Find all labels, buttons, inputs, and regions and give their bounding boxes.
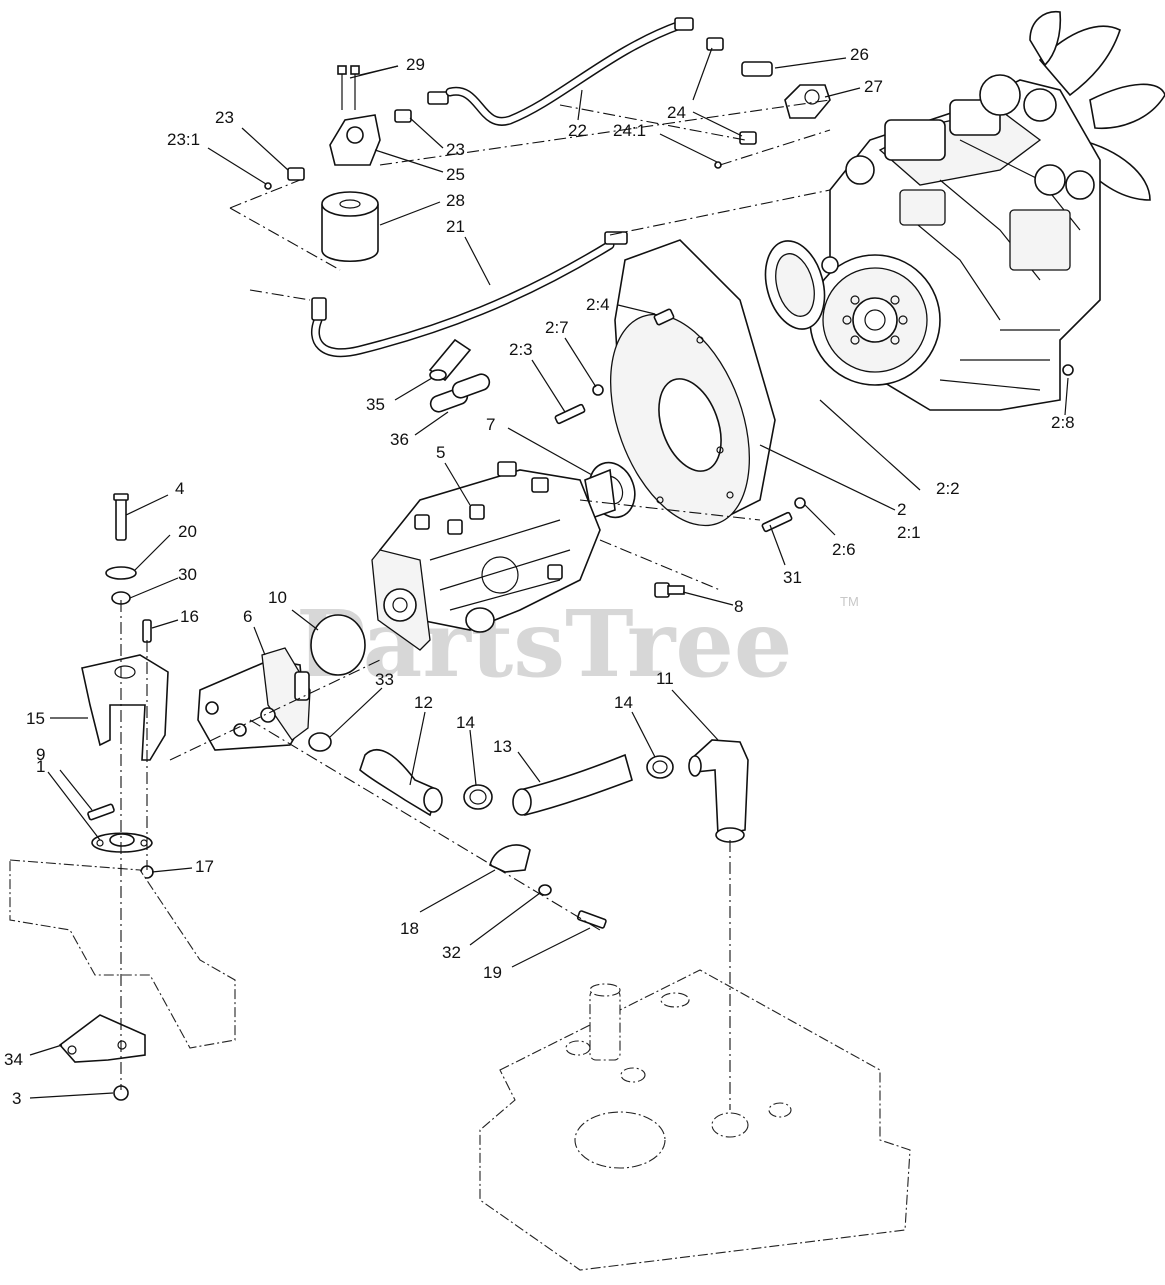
callout-3: 3 [12,1089,21,1108]
bolt-8 [654,582,685,598]
callout-2-3: 2:3 [509,340,533,359]
callout-31: 31 [783,568,802,587]
callout-11: 11 [656,669,674,688]
callout-19: 19 [483,963,502,982]
bellhousing [609,239,776,527]
oil-filter [321,191,379,263]
engine-assembly [809,11,1165,411]
callout-25: 25 [446,165,465,184]
elbow-fitting-11 [688,739,749,843]
callout-32: 32 [442,943,461,962]
callout-2-8: 2:8 [1051,413,1075,432]
callout-12: 12 [414,693,433,712]
callout-27: 27 [864,77,883,96]
callout-30: 30 [178,565,197,584]
hose-13 [512,753,633,816]
isolator-mount-1 [91,832,153,853]
leader-lines [29,47,1069,1099]
callout-13: 13 [493,737,512,756]
o-ring-33 [308,732,332,752]
filter-head [329,65,381,166]
gear-pump [197,647,311,751]
bolt-19 [576,910,607,929]
callout-33: 33 [375,670,394,689]
o-rings-36 [429,373,491,413]
callout-2-4: 2:4 [586,295,610,314]
callout-34: 34 [4,1050,23,1069]
mount-bracket-15 [81,654,169,761]
callout-9: 9 [36,745,45,764]
callout-35: 35 [366,395,385,414]
callout-2-1: 2:1 [897,523,921,542]
bracket-34 [58,1014,146,1063]
washer-20 [105,566,137,580]
hose-clamps [463,755,674,810]
bolt-9 [87,803,115,821]
hydraulic-tank-ghost [479,969,911,1271]
callout-23-1: 23:1 [167,130,200,149]
callout-2-7: 2:7 [545,318,569,337]
watermark-text: PartsTree [296,590,792,698]
o-ring-10 [310,614,366,676]
callout-24-1: 24:1 [613,121,646,140]
callout-2-2: 2:2 [936,479,960,498]
fittings [264,37,831,190]
callout-15: 15 [26,709,45,728]
callout-2-6: 2:6 [832,540,856,559]
callout-14b: 14 [614,693,633,712]
flywheel-coupling [764,240,826,330]
callout-23b: 23 [446,140,465,159]
callout-1: 1 [36,757,45,776]
callout-7: 7 [486,415,495,434]
watermark-trademark: TM [840,594,859,609]
callout-16: 16 [180,607,199,626]
callout-20: 20 [178,522,197,541]
callout-8: 8 [734,597,743,616]
callout-26: 26 [850,45,869,64]
suction-tube-12 [359,749,443,817]
callout-14a: 14 [456,713,475,732]
callout-24: 24 [667,103,686,122]
callout-23a: 23 [215,108,234,127]
bellhousing-bolts [554,308,806,533]
washer-32 [538,884,552,896]
clamp-18 [489,844,531,873]
bolt-4 [113,493,129,541]
callout-18: 18 [400,919,419,938]
drive-gear [584,461,636,520]
callout-36: 36 [390,430,409,449]
frame-ghost [9,859,236,1049]
callout-6: 6 [243,607,252,626]
callout-4: 4 [175,479,184,498]
callout-2: 2 [897,500,906,519]
callout-10: 10 [268,588,287,607]
callout-21: 21 [446,217,465,236]
callout-29: 29 [406,55,425,74]
hose-21 [310,231,628,358]
hose-22 [445,17,694,126]
callout-22: 22 [568,121,587,140]
tube-35 [428,338,472,382]
callout-17: 17 [195,857,214,876]
bolt-16 [142,619,152,643]
hydro-pump [371,461,601,651]
callout-5: 5 [436,443,445,462]
callout-28: 28 [446,191,465,210]
